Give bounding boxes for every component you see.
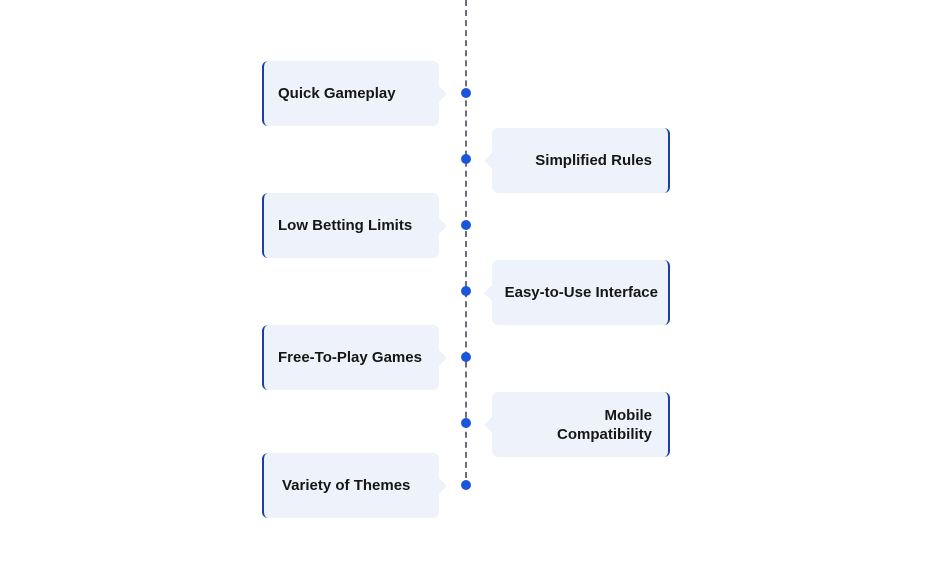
timeline-spine [465, 0, 467, 488]
feature-label: Mobile Compatibility [556, 406, 652, 443]
feature-label: Free-To-Play Games [278, 349, 422, 366]
timeline-node [461, 286, 471, 296]
feature-card-easy-to-use-interface: Easy-to-Use Interface [484, 260, 670, 325]
feature-label: Variety of Themes [282, 477, 411, 494]
timeline-node [461, 220, 471, 230]
timeline-node [461, 88, 471, 98]
feature-label: Quick Gameplay [278, 85, 396, 102]
feature-card-low-betting-limits: Low Betting Limits [262, 193, 447, 258]
feature-card-simplified-rules: Simplified Rules [484, 128, 670, 193]
feature-card-quick-gameplay: Quick Gameplay [262, 61, 447, 126]
timeline-node [461, 418, 471, 428]
feature-card-free-to-play-games: Free-To-Play Games [262, 325, 447, 390]
timeline-node [461, 480, 471, 490]
timeline-node [461, 154, 471, 164]
feature-card-variety-of-themes: Variety of Themes [262, 453, 447, 518]
feature-label: Low Betting Limits [278, 217, 413, 234]
feature-card-mobile-compatibility: Mobile Compatibility [484, 392, 670, 457]
feature-label: Simplified Rules [535, 152, 652, 169]
feature-label: Easy-to-Use Interface [504, 284, 658, 301]
timeline-node [461, 352, 471, 362]
